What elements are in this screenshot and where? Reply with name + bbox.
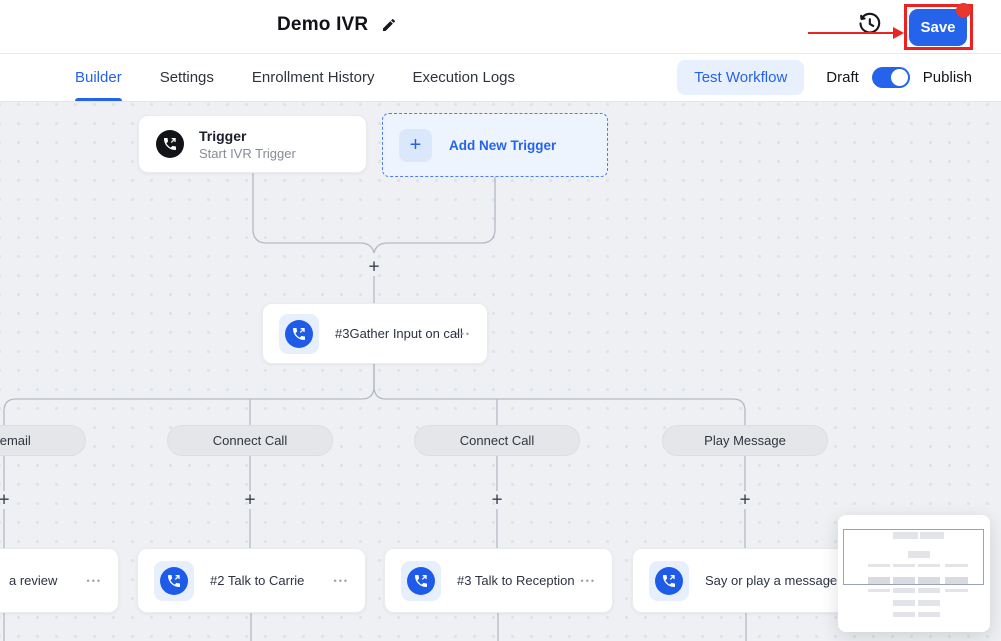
phone-call-icon: [649, 560, 689, 601]
minimap-node-bar: [893, 532, 918, 539]
phone-call-icon: [154, 560, 194, 601]
minimap-node-bar: [868, 577, 890, 584]
minimap-node-bar: [893, 577, 915, 584]
tabbar-right-controls: Test Workflow Draft Publish: [677, 54, 972, 101]
minimap-node-bar: [893, 600, 915, 606]
add-step-plus-icon[interactable]: +: [0, 489, 10, 511]
minimap-node-bar: [918, 612, 940, 617]
page-title: Demo IVR: [277, 14, 369, 35]
gather-input-node[interactable]: #3Gather Input on call •••: [262, 303, 488, 364]
header: Demo IVR Save: [0, 0, 1001, 54]
node-menu-ellipsis[interactable]: •••: [455, 328, 471, 339]
trigger-node[interactable]: Trigger Start IVR Trigger: [138, 115, 367, 173]
node-menu-ellipsis[interactable]: •••: [828, 575, 844, 586]
minimap-node-bar: [945, 564, 968, 567]
workflow-canvas[interactable]: + + + + + Trigger Start IVR Trigger + Ad…: [0, 102, 1001, 641]
tab-bar: Builder Settings Enrollment History Exec…: [0, 54, 1001, 102]
tab-builder[interactable]: Builder: [75, 54, 122, 101]
add-new-trigger-label: Add New Trigger: [449, 137, 557, 153]
minimap-node-bar: [918, 564, 940, 567]
history-clock-icon[interactable]: [856, 10, 883, 37]
draft-publish-toggle[interactable]: [871, 67, 910, 88]
tab-execution-logs[interactable]: Execution Logs: [412, 69, 516, 86]
minimap-node-bar: [893, 588, 915, 593]
test-workflow-button[interactable]: Test Workflow: [677, 60, 805, 95]
edit-title-pencil-icon[interactable]: [381, 17, 397, 33]
trigger-node-text: Trigger Start IVR Trigger: [199, 128, 296, 161]
toggle-knob: [890, 69, 908, 86]
action-node-label: Say or play a message: [705, 573, 838, 588]
add-step-plus-icon[interactable]: +: [739, 489, 751, 511]
trigger-node-subtitle: Start IVR Trigger: [199, 145, 296, 161]
minimap-node-bar: [945, 589, 968, 592]
node-menu-ellipsis[interactable]: •••: [86, 575, 102, 586]
node-menu-ellipsis[interactable]: •••: [580, 575, 596, 586]
action-node-label: #3 Talk to Reception: [457, 573, 575, 588]
action-node-review[interactable]: a review •••: [0, 548, 119, 613]
minimap-node-bar: [918, 577, 940, 584]
minimap-node-bar: [945, 577, 968, 584]
action-node-say-or-play-message[interactable]: Say or play a message •••: [632, 548, 861, 613]
action-node-talk-to-reception[interactable]: #3 Talk to Reception •••: [384, 548, 613, 613]
phone-call-icon: [401, 560, 441, 601]
minimap-node-bar: [908, 551, 930, 558]
minimap-node-bar: [868, 589, 890, 592]
phone-trigger-icon: [156, 130, 184, 158]
branch-pill-play-message[interactable]: Play Message: [662, 425, 828, 456]
minimap-viewport[interactable]: [843, 529, 984, 585]
add-new-trigger-button[interactable]: + Add New Trigger: [382, 113, 608, 177]
draft-label: Draft: [826, 69, 859, 86]
add-step-plus-icon[interactable]: +: [244, 489, 256, 511]
minimap-node-bar: [868, 564, 890, 567]
tab-settings[interactable]: Settings: [159, 69, 214, 86]
title-wrap: Demo IVR: [277, 14, 397, 36]
publish-label: Publish: [922, 69, 972, 86]
minimap-node-bar: [893, 612, 915, 617]
plus-icon: +: [399, 128, 432, 162]
minimap[interactable]: [838, 515, 990, 632]
branch-pill-voicemail[interactable]: Voicemail: [0, 425, 86, 456]
save-button[interactable]: Save: [909, 9, 967, 46]
add-step-plus-icon[interactable]: +: [368, 256, 380, 278]
action-node-label: #2 Talk to Carrie: [210, 573, 305, 588]
action-node-label: a review: [9, 573, 58, 588]
gather-input-label: #3Gather Input on call: [335, 326, 463, 341]
action-node-talk-to-carrie[interactable]: #2 Talk to Carrie •••: [137, 548, 366, 613]
minimap-node-bar: [918, 600, 940, 606]
annotation-arrow-head: [893, 27, 904, 39]
trigger-node-title: Trigger: [199, 127, 247, 144]
tab-enrollment-history[interactable]: Enrollment History: [251, 69, 375, 86]
minimap-node-bar: [920, 532, 944, 539]
add-step-plus-icon[interactable]: +: [491, 489, 503, 511]
connector-edges: [3, 173, 747, 641]
phone-call-icon: [279, 313, 319, 354]
minimap-node-bar: [918, 588, 940, 593]
node-menu-ellipsis[interactable]: •••: [333, 575, 349, 586]
branch-pill-connect-call-1[interactable]: Connect Call: [167, 425, 333, 456]
branch-pill-connect-call-2[interactable]: Connect Call: [414, 425, 580, 456]
minimap-node-bar: [893, 564, 915, 567]
